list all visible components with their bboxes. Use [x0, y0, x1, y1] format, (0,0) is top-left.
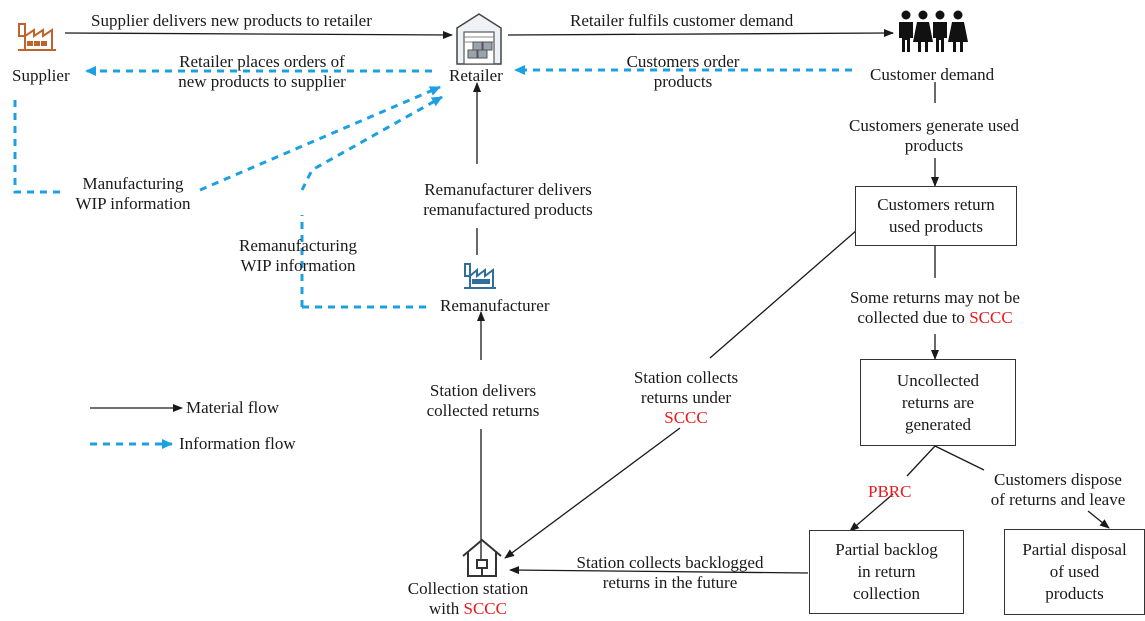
- some-returns-sccc: SCCC: [969, 308, 1013, 327]
- customers-order-line1: Customers order: [626, 52, 740, 71]
- collection-station-line2: with: [429, 599, 464, 618]
- arrow-supplier-to-retailer: [64, 30, 453, 39]
- station-delivers-label: Station delivers collected returns: [427, 381, 540, 421]
- retailer-orders-line1: Retailer places orders of: [179, 52, 345, 71]
- line-uncollected-to-dispose: [934, 445, 985, 471]
- reman-wip-line1: Remanufacturing: [238, 236, 358, 255]
- arrow-manufacturing-wip-to-retailer: [13, 100, 65, 194]
- reman-delivers-label: Remanufacturer delivers remanufactured p…: [423, 180, 592, 220]
- uncollected-box: Uncollected returns are generated: [860, 359, 1016, 446]
- arrow-retailer-to-customers: [507, 29, 894, 38]
- customers-dispose-label: Customers dispose of returns and leave: [991, 470, 1126, 510]
- partial-backlog-text: Partial backlog in return collection: [835, 540, 938, 603]
- remanufacturer-label: Remanufacturer: [440, 296, 550, 315]
- customers-dispose-line2: of returns and leave: [990, 490, 1126, 509]
- arrow-reman-wip-to-retailer-3: [300, 95, 443, 191]
- reman-delivers-line1: Remanufacturer delivers: [424, 180, 592, 199]
- reman-wip-line2: WIP information: [240, 256, 356, 275]
- legend-information-flow: Information flow: [179, 434, 296, 453]
- arrow-dispose-to-disposal: [1087, 510, 1110, 529]
- customers-order-line2: products: [653, 72, 713, 91]
- station-backlogged-label: Station collects backlogged returns in t…: [577, 553, 764, 593]
- some-returns-line2: collected due to: [857, 308, 970, 327]
- arrow-station-collects-to-station: [504, 427, 681, 559]
- some-returns-label: Some returns may not be collected due to…: [850, 288, 1020, 328]
- customers-generate-line2: products: [904, 136, 964, 155]
- customers-generate-label: Customers generate used products: [849, 116, 1019, 156]
- collection-station-line1: Collection station: [407, 579, 529, 598]
- customers-return-text: Customers return used products: [877, 195, 995, 236]
- uncollected-text: Uncollected returns are generated: [896, 370, 980, 434]
- retailer-orders-label: Retailer places orders of new products t…: [178, 52, 346, 92]
- station-delivers-line1: Station delivers: [429, 381, 537, 400]
- reman-delivers-line2: remanufactured products: [423, 200, 593, 219]
- station-backlogged-line2: returns in the future: [602, 573, 738, 592]
- partial-disposal-text: Partial disposal of used products: [1022, 540, 1127, 603]
- line-return-box-to-station-collects: [709, 229, 858, 359]
- manufacturing-wip-line1: Manufacturing: [82, 174, 184, 193]
- manufacturing-wip-line2: WIP information: [75, 194, 191, 213]
- people-icon: [899, 10, 968, 52]
- arrow-manufacturing-wip-to-retailer-2: [199, 85, 441, 192]
- factory-icon: [464, 263, 496, 289]
- warehouse-icon: [456, 13, 502, 65]
- supplier-label: Supplier: [12, 66, 70, 85]
- factory-icon: [18, 23, 56, 51]
- supplier-delivers-label: Supplier delivers new products to retail…: [91, 11, 372, 30]
- customers-generate-line1: Customers generate used: [849, 116, 1019, 135]
- station-collects-sccc: SCCC: [664, 408, 708, 427]
- line-uncollected-to-pbrc: [906, 445, 936, 477]
- legend-material-flow: Material flow: [186, 398, 279, 417]
- some-returns-line1: Some returns may not be: [850, 288, 1020, 307]
- customers-order-label: Customers order products: [627, 52, 740, 92]
- station-collects-line2: returns under: [640, 388, 732, 407]
- customers-return-box: Customers return used products: [855, 186, 1017, 246]
- station-collects-line1: Station collects: [633, 368, 739, 387]
- manufacturing-wip-label: Manufacturing WIP information: [75, 174, 190, 214]
- reman-wip-label: Remanufacturing WIP information: [239, 236, 357, 276]
- arrow-pbrc-to-backlog: [849, 493, 894, 532]
- retailer-label: Retailer: [449, 66, 503, 85]
- station-delivers-line2: collected returns: [426, 401, 540, 420]
- collection-station-label: Collection station with SCCC: [408, 579, 528, 619]
- partial-disposal-box: Partial disposal of used products: [1004, 529, 1145, 615]
- retailer-orders-line2: new products to supplier: [178, 72, 346, 91]
- retailer-fulfils-label: Retailer fulfils customer demand: [570, 11, 794, 30]
- station-backlogged-line1: Station collects backlogged: [576, 553, 764, 572]
- station-collects-label: Station collects returns under SCCC: [634, 368, 738, 428]
- house-icon: [462, 538, 502, 577]
- collection-station-sccc: SCCC: [463, 599, 507, 618]
- pbrc-label: PBRC: [868, 482, 912, 501]
- partial-backlog-box: Partial backlog in return collection: [809, 530, 964, 614]
- customer-demand-label: Customer demand: [870, 65, 995, 84]
- customers-dispose-line1: Customers dispose: [994, 470, 1122, 489]
- arrow-backlog-to-station: [509, 566, 809, 575]
